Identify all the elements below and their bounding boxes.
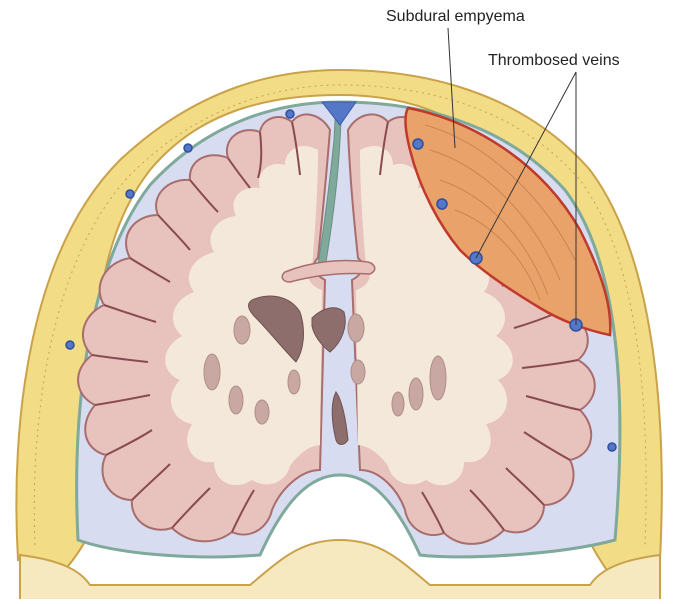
vein-dot (286, 110, 294, 118)
vein-dot (608, 443, 616, 451)
vein-dot (126, 190, 134, 198)
vein-dot (66, 341, 74, 349)
label-thrombosed-veins: Thrombosed veins (488, 52, 620, 70)
thrombosed-vein (437, 199, 447, 209)
thrombosed-vein (413, 139, 423, 149)
vein-dot (184, 144, 192, 152)
label-subdural-empyema: Subdural empyema (386, 8, 525, 26)
